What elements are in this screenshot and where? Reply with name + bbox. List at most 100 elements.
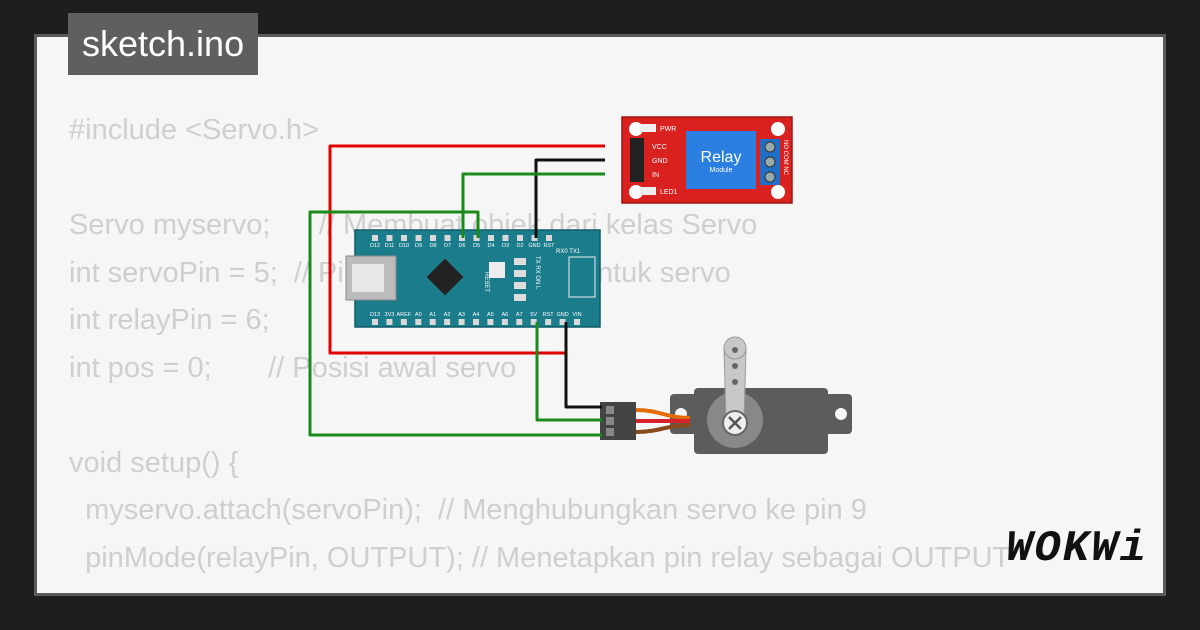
nano-chip	[426, 258, 464, 296]
nano-pin-label: D5	[473, 243, 480, 249]
servo-screw-icon	[728, 416, 742, 430]
wires	[308, 144, 605, 437]
relay-module[interactable]: PWR LED1 VCC GND IN Relay Module NO COM …	[621, 116, 793, 204]
servo-motor[interactable]	[600, 336, 852, 454]
terminal-label: NO COM NC	[782, 140, 788, 176]
nano-pin[interactable]	[429, 319, 436, 325]
wire-green-servo-5v[interactable]	[535, 322, 602, 422]
relay-pin-vcc: VCC	[652, 144, 667, 151]
nano-pin-label: D8	[429, 243, 436, 249]
wire-green-servo-d5[interactable]	[308, 210, 602, 437]
rx-led	[514, 270, 526, 277]
icsp-header	[568, 256, 596, 298]
nano-pin-label: A7	[516, 312, 523, 318]
code-line: int relayPin = 6;	[69, 304, 270, 336]
nano-pin[interactable]	[401, 235, 407, 241]
reset-button[interactable]	[489, 262, 505, 278]
relay-pin-header	[630, 138, 644, 182]
nano-pin[interactable]	[517, 235, 523, 241]
wire-black-servo-gnd[interactable]	[564, 322, 602, 409]
nano-pin-label: A3	[458, 312, 465, 318]
nano-pin-label: A0	[415, 312, 422, 318]
wire-black-gnd[interactable]	[534, 158, 605, 238]
relay-pin-in: IN	[652, 172, 659, 179]
nano-pin[interactable]	[559, 319, 566, 325]
servo-wire-ground	[635, 423, 691, 434]
nano-pin-label: D11	[385, 243, 395, 249]
nano-pin-label: 5V	[530, 312, 537, 318]
wire-green-relay-in-d6[interactable]	[461, 172, 605, 238]
file-title: sketch.ino	[68, 13, 259, 75]
relay-title: Relay	[701, 149, 742, 166]
tx-led	[514, 258, 526, 265]
nano-pin[interactable]	[430, 235, 436, 241]
relay-subtitle: Module	[710, 167, 733, 174]
nano-pin-label: A5	[487, 312, 494, 318]
rx-tx-label: RX0 TX1	[556, 249, 581, 255]
relay-pin-gnd: GND	[652, 158, 668, 165]
nano-pin[interactable]	[372, 319, 378, 325]
code-line: digitalWrite(relayPin, LOW); // Matikan …	[69, 582, 1010, 593]
nano-pin[interactable]	[400, 319, 407, 325]
code-line: myservo.attach(servoPin); // Menghubungk…	[69, 494, 867, 526]
nano-pin[interactable]	[458, 319, 465, 325]
usb-port	[352, 264, 384, 292]
nano-pin[interactable]	[386, 319, 393, 325]
nano-pin-label: D4	[487, 243, 494, 249]
nano-pin-label: RST	[543, 312, 555, 318]
servo-horn-hole	[732, 379, 738, 385]
code-line: pinMode(relayPin, OUTPUT); // Menetapkan…	[69, 541, 1011, 574]
servo-horn-hole	[732, 363, 738, 369]
servo-connector-pin	[606, 406, 614, 414]
relay-mount-hole	[771, 122, 785, 136]
servo-connector-pin	[606, 428, 614, 436]
led-labels: TX RX ON L	[534, 256, 540, 290]
nano-pin[interactable]	[415, 319, 422, 325]
terminal-screw	[764, 171, 776, 183]
relay-mount-hole	[629, 122, 643, 136]
nano-pin[interactable]	[574, 319, 580, 325]
nano-pin-label: D9	[415, 243, 422, 249]
nano-pin[interactable]	[545, 319, 552, 325]
nano-pin[interactable]	[415, 235, 422, 241]
nano-pin-label: VIN	[572, 312, 581, 318]
nano-pin[interactable]	[473, 319, 479, 325]
nano-pin[interactable]	[487, 319, 494, 325]
nano-pin-label: D12	[370, 243, 380, 249]
nano-pin[interactable]	[530, 319, 537, 325]
nano-pin-label: GND	[528, 243, 540, 249]
nano-pin[interactable]	[386, 235, 393, 241]
nano-pin[interactable]	[488, 235, 494, 241]
servo-connector	[600, 402, 636, 440]
led1-label: LED1	[660, 189, 678, 196]
led1	[640, 187, 656, 195]
nano-pin-label: D2	[516, 243, 523, 249]
nano-pin[interactable]	[501, 319, 508, 325]
servo-connector-pin	[606, 417, 614, 425]
nano-pin-label: D6	[458, 243, 465, 249]
pwr-label: PWR	[660, 126, 676, 133]
nano-pin[interactable]	[444, 319, 451, 325]
servo-horn-hole	[732, 347, 738, 353]
nano-pin[interactable]	[502, 235, 509, 241]
code-line: int pos = 0; // Posisi awal servo	[69, 351, 517, 384]
servo-mount-hole	[835, 408, 847, 420]
l-led	[514, 294, 526, 301]
nano-pin-label: D13	[370, 312, 380, 318]
nano-pin-label: A4	[473, 312, 480, 318]
nano-pin-label: 3V3	[385, 312, 395, 318]
nano-pin[interactable]	[546, 235, 552, 241]
relay-block	[686, 131, 756, 189]
nano-pin-label: A6	[501, 312, 508, 318]
nano-pin-label: D7	[444, 243, 451, 249]
nano-pin-label: AREF	[397, 312, 412, 318]
code-line: void setup() {	[69, 446, 239, 479]
nano-pin-label: D3	[502, 243, 509, 249]
nano-pin[interactable]	[516, 319, 523, 325]
nano-pin[interactable]	[372, 235, 378, 241]
nano-pin[interactable]	[444, 235, 451, 241]
nano-pin-label: RST	[544, 243, 556, 249]
